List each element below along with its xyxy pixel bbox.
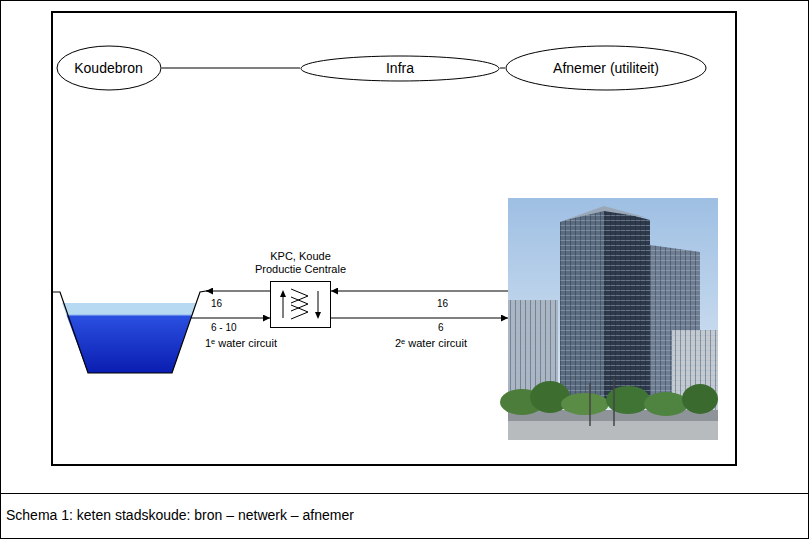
- temperature-label: 16: [437, 298, 448, 310]
- node-label: Infra: [386, 60, 414, 77]
- sky: [508, 198, 718, 440]
- source-ellipse: Koudebron: [56, 45, 162, 91]
- return-arrow: [206, 291, 270, 292]
- circuit-label: 2ᵉ water circuit: [395, 337, 467, 350]
- ellipse-shape: [57, 46, 161, 90]
- tree: [606, 386, 650, 414]
- heat-exchanger-symbol: [271, 282, 330, 327]
- flow-line: [318, 291, 319, 313]
- connector-line: [162, 68, 301, 69]
- node-label: Koudebron: [74, 60, 143, 77]
- office-building-photo: [500, 198, 718, 440]
- connector-line: [500, 68, 505, 69]
- ellipse-shape: [506, 46, 706, 90]
- ground: [508, 410, 718, 440]
- temperature-label: 6: [438, 322, 444, 334]
- infra-ellipse: Infra: [300, 55, 500, 82]
- plaza: [508, 421, 718, 440]
- tree: [644, 392, 688, 416]
- lamp-pole: [613, 378, 615, 426]
- water-basin: [52, 290, 212, 373]
- node-label: Afnemer (utiliteit): [553, 60, 659, 77]
- circuit-label: 1ᵉ water circuit: [205, 337, 277, 350]
- lamp-pole: [589, 383, 591, 426]
- flow-arrowhead: [315, 312, 321, 319]
- tree: [682, 384, 718, 414]
- consumer-ellipse: Afnemer (utiliteit): [505, 45, 707, 91]
- temperature-label: 6 - 10: [211, 322, 237, 334]
- window-grid: [560, 208, 650, 405]
- flow-line: [291, 305, 308, 319]
- flow-line: [283, 296, 284, 318]
- tree: [561, 393, 609, 415]
- heat-exchanger-box: KPC, Koude Productie Centrale: [270, 281, 331, 328]
- box-heading: KPC, Koude Productie Centrale: [251, 250, 351, 276]
- ellipse-shape: [301, 56, 499, 81]
- caption-divider: [1, 493, 809, 494]
- supply-arrow: [331, 318, 508, 319]
- water-circuit-arrows: [191, 291, 508, 318]
- figure-caption: Schema 1: keten stadskoude: bron – netwe…: [6, 507, 354, 524]
- return-arrow: [331, 291, 508, 292]
- figure-frame: [52, 12, 736, 465]
- flow-arrowhead: [280, 290, 286, 297]
- supply-arrow: [191, 318, 270, 319]
- basin-outline: [52, 290, 212, 373]
- temperature-label: 16: [211, 298, 222, 310]
- tower-crown: [562, 206, 648, 221]
